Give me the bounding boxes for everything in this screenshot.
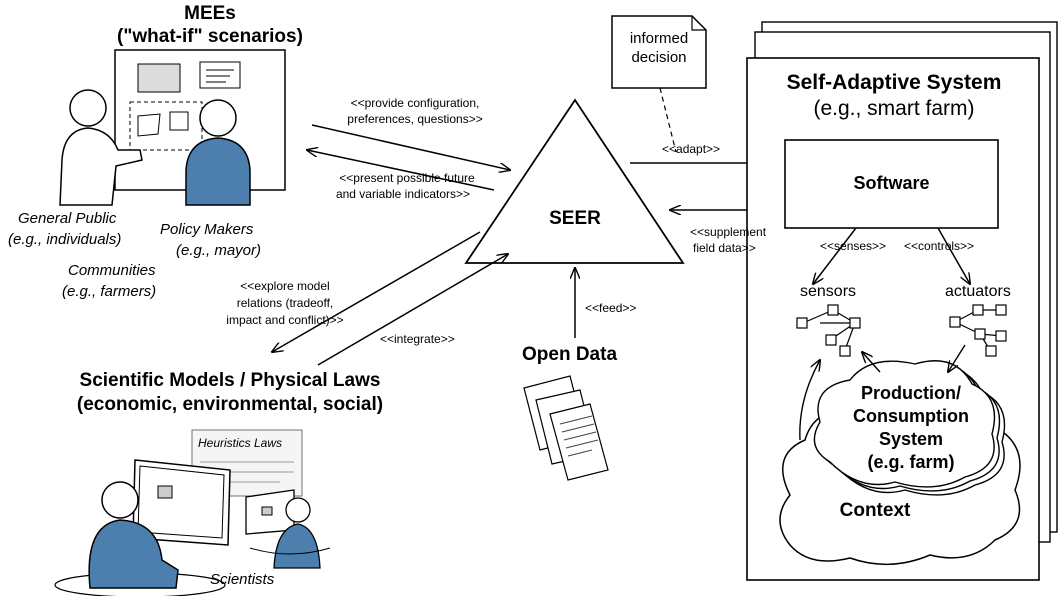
provide-label-2: preferences, questions>> [347,112,483,126]
sensors-label: sensors [800,283,857,300]
integrate-label: <<integrate>> [380,332,455,346]
explore-label-2: relations (tradeoff, [236,296,334,310]
policy-makers-label: Policy Makers [160,221,254,238]
heuristics-laws-label: Heuristics Laws [198,436,283,450]
open-data-label: Open Data [522,344,618,365]
mees-subtitle: ("what-if" scenarios) [117,26,303,47]
arrow-integrate [317,254,508,366]
software-label: Software [853,173,930,193]
supplement-label-1: <<supplement [690,225,767,239]
scientists-label: Scientists [210,571,275,588]
production-label-3: System [878,429,944,449]
context-label: Context [839,500,911,521]
scientist-small-person-icon [249,497,331,569]
scientist-large-person-icon [54,481,226,596]
scientist-monitor-large-icon [132,459,231,546]
provide-label-1: <<provide configuration, [350,96,480,110]
general-public-example: (e.g., individuals) [8,231,122,248]
actuators-label: actuators [945,283,1011,300]
arrow-present [307,150,495,191]
mees-title: MEEs [184,3,236,24]
sensors-network-icon [796,304,861,357]
seer-label: SEER [549,208,601,229]
senses-label: <<senses>> [820,239,887,253]
policy-makers-example: (e.g., mayor) [176,242,262,259]
arrow-controls [937,227,970,284]
informed-decision-label-2: decision [631,49,687,66]
present-label-2: and variable indicators>> [335,187,471,201]
production-cloud [813,360,1006,496]
arrow-actuators-to-production [948,344,966,372]
informed-decision-note [611,15,707,153]
production-label-2: Consumption [853,406,969,426]
models-title-1: Scientific Models / Physical Laws [79,370,381,391]
sas-subtitle: (e.g., smart farm) [813,97,975,120]
sas-title: Self-Adaptive System [786,71,1002,94]
explore-label-3: impact and conflict)>> [226,313,344,327]
arrow-production-to-sensors [862,352,881,373]
feed-label: <<feed>> [585,301,637,315]
heuristics-laws-board [191,429,303,497]
arrow-provide [311,124,510,170]
actuators-network-icon [949,304,1007,357]
policy-maker-person-icon [185,99,251,206]
present-label-1: <<present possible future [339,171,475,185]
arrow-context-to-sensors [799,360,820,441]
controls-label: <<controls>> [904,239,975,253]
communities-example: (e.g., farmers) [62,283,157,300]
communities-label: Communities [68,262,156,279]
explore-label-1: <<explore model [240,279,330,293]
open-data-documents-icon [523,375,609,481]
adapt-label: <<adapt>> [662,142,721,156]
software-box [784,139,999,229]
informed-decision-label-1: informed [629,30,689,47]
arrow-explore [272,231,481,352]
general-public-person-icon [59,89,143,206]
production-label-1: Production/ [861,383,961,403]
production-label-4: (e.g. farm) [867,452,955,472]
models-title-2: (economic, environmental, social) [76,394,384,415]
arrow-senses [813,227,857,284]
seer-triangle [464,98,685,264]
general-public-label: General Public [18,210,117,227]
supplement-label-2: field data>> [693,241,756,255]
